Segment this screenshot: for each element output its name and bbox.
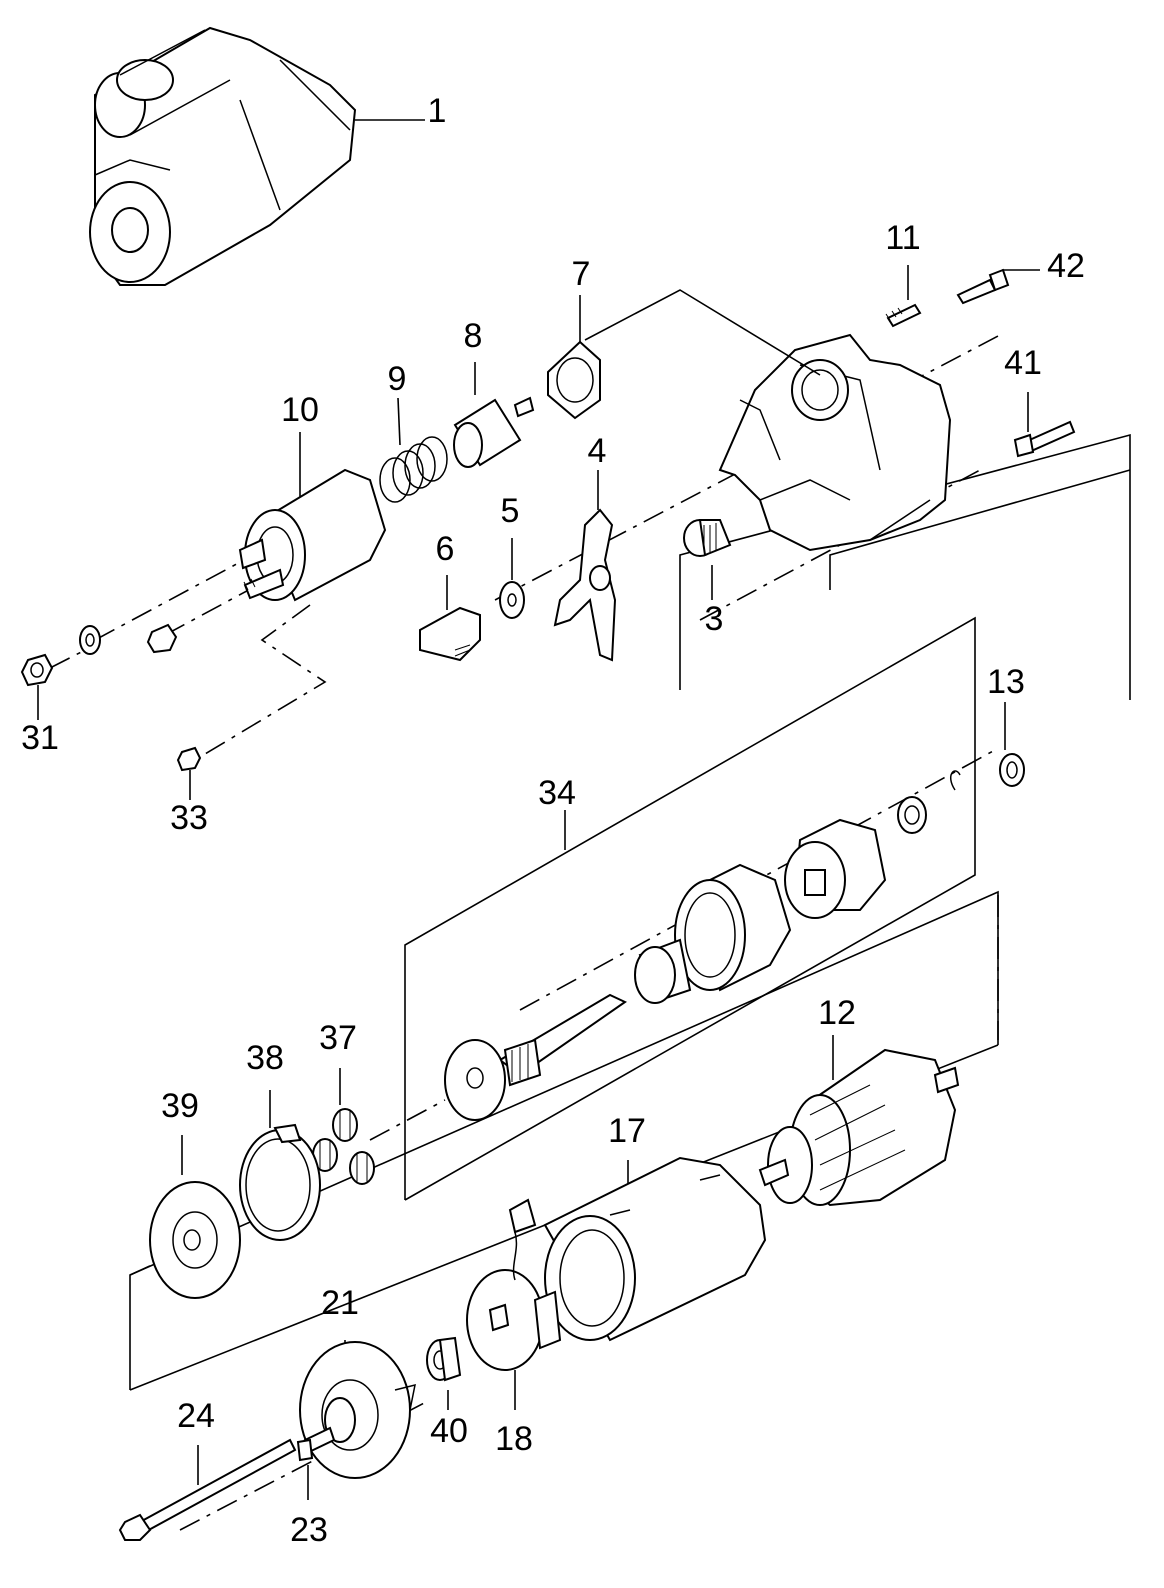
armature-12 <box>758 1035 960 1207</box>
drive-end-housing <box>718 333 952 552</box>
callout-11: 11 <box>885 219 920 257</box>
callout-7: 7 <box>572 255 591 293</box>
shift-lever-4 <box>553 470 617 662</box>
callout-24: 24 <box>177 1397 215 1435</box>
brush-holder-18 <box>466 1198 562 1410</box>
bolt-42 <box>956 268 1040 305</box>
plunger-8 <box>453 362 535 468</box>
callout-18: 18 <box>495 1420 533 1458</box>
callout-40: 40 <box>430 1412 468 1450</box>
callout-10: 10 <box>281 391 319 429</box>
callout-23: 23 <box>290 1511 328 1549</box>
callout-41: 41 <box>1004 344 1042 382</box>
bolt-11 <box>885 265 922 328</box>
callout-5: 5 <box>501 492 520 530</box>
callout-4: 4 <box>588 432 607 470</box>
yoke-housing-17 <box>543 1156 767 1342</box>
callout-38: 38 <box>246 1039 284 1077</box>
gasket-7 <box>547 289 821 420</box>
screw-23 <box>296 1426 336 1500</box>
callout-37: 37 <box>319 1019 357 1057</box>
bushing-3 <box>683 519 732 600</box>
ring-gear-38 <box>239 1090 321 1241</box>
callout-8: 8 <box>464 317 483 355</box>
starter-motor-assembly <box>89 26 425 286</box>
assembly-frame-34 <box>404 616 976 1201</box>
callout-13: 13 <box>987 663 1025 701</box>
callout-39: 39 <box>161 1087 199 1125</box>
bolt-41 <box>1013 392 1076 458</box>
nut-31 <box>20 623 178 720</box>
planet-gears-37 <box>312 1068 375 1185</box>
callout-1: 1 <box>428 92 447 130</box>
planetary-gear-assembly-34 <box>444 810 887 1121</box>
callout-31: 31 <box>21 719 59 757</box>
callout-9: 9 <box>388 360 407 398</box>
callout-34: 34 <box>538 774 576 812</box>
through-bolt-24 <box>118 1438 297 1541</box>
callout-3: 3 <box>705 600 724 638</box>
callout-labels: 1 11 42 7 8 41 9 10 4 5 6 3 31 13 33 34 … <box>21 92 1085 1549</box>
callout-17: 17 <box>608 1112 646 1150</box>
washer-5 <box>499 538 525 619</box>
nut-33 <box>176 746 202 800</box>
callout-12: 12 <box>818 994 856 1032</box>
callout-21: 21 <box>321 1284 359 1322</box>
spring-9 <box>379 397 448 503</box>
callout-6: 6 <box>436 530 455 568</box>
bearing-40 <box>426 1336 462 1410</box>
shield-plate-39 <box>149 1135 241 1299</box>
ring-13 <box>897 702 1025 834</box>
callout-33: 33 <box>170 799 208 837</box>
callout-42: 42 <box>1047 247 1085 285</box>
clip-6 <box>419 575 481 662</box>
end-cover-21 <box>299 1340 416 1479</box>
solenoid-10 <box>238 432 387 602</box>
